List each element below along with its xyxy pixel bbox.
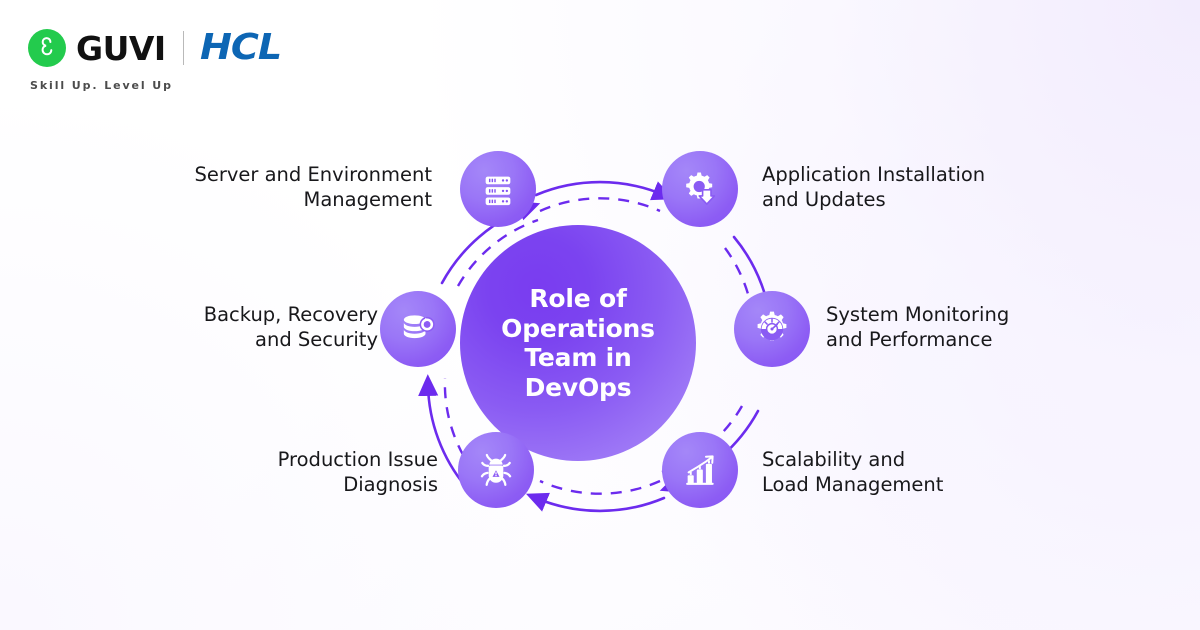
label-server-and-environment-management: Server and Environment Management (194, 163, 432, 211)
gear-download-icon (680, 169, 720, 209)
brand-divider (182, 31, 184, 65)
label-scalability-and-load-management: Scalability and Load Management (762, 448, 944, 496)
guvi-wordmark: GUVI (76, 28, 166, 68)
guvi-g-icon (28, 29, 66, 67)
center-hub: Role of Operations Team in DevOps (460, 225, 696, 461)
devops-role-diagram: Role of Operations Team in DevOps (340, 115, 860, 535)
label-backup-recovery-and-security: Backup, Recovery and Security (203, 303, 378, 351)
node-system-monitoring-and-performance[interactable] (734, 291, 810, 367)
node-scalability-and-load-management[interactable] (662, 432, 738, 508)
database-restore-icon (398, 310, 438, 348)
hcl-wordmark: HCL (199, 27, 282, 68)
cycle-rings (418, 180, 782, 513)
server-rack-icon (479, 170, 517, 208)
label-application-installation-and-updates: Application Installation and Updates (762, 163, 986, 211)
brand-header: GUVI HCL Skill Up. Level Up (28, 26, 368, 92)
center-hub-title: Role of Operations Team in DevOps (501, 284, 655, 402)
brand-logos-row: GUVI HCL (28, 26, 368, 70)
node-backup-recovery-and-security[interactable] (380, 291, 456, 367)
node-application-installation-and-updates[interactable] (662, 151, 738, 227)
bar-chart-growth-icon (681, 451, 719, 489)
gear-gauge-icon (752, 309, 792, 349)
node-production-issue-diagnosis[interactable] (458, 432, 534, 508)
label-production-issue-diagnosis: Production Issue Diagnosis (277, 448, 438, 496)
node-server-and-environment-management[interactable] (460, 151, 536, 227)
label-system-monitoring-and-performance: System Monitoring and Performance (826, 303, 1010, 351)
brand-tagline: Skill Up. Level Up (30, 79, 173, 92)
bug-icon (477, 451, 515, 489)
